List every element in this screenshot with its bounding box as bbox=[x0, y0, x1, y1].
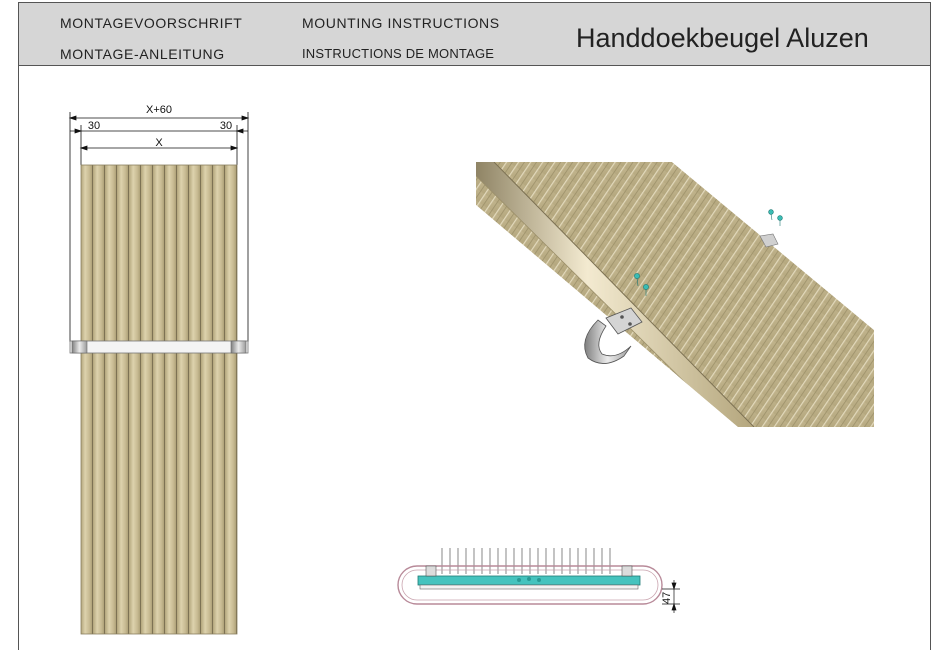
header-bar: MONTAGEVOORSCHRIFT MONTAGE-ANLEITUNG MOU… bbox=[18, 2, 931, 66]
towel-bar bbox=[69, 340, 249, 354]
bracket-plate-top bbox=[759, 233, 779, 248]
header-label-de: MONTAGE-ANLEITUNG bbox=[60, 46, 225, 62]
dim-total-label: X+60 bbox=[146, 104, 172, 116]
drawing-frame bbox=[18, 66, 931, 650]
header-label-nl: MONTAGEVOORSCHRIFT bbox=[60, 15, 243, 31]
header-label-en: MOUNTING INSTRUCTIONS bbox=[302, 15, 500, 31]
towel-rail-section bbox=[397, 565, 663, 605]
screw-icon bbox=[634, 209, 783, 296]
section-view: 47 bbox=[397, 548, 680, 613]
dim-left-label: 30 bbox=[88, 120, 100, 132]
header-label-fr: INSTRUCTIONS DE MONTAGE bbox=[302, 46, 495, 61]
bracket-left bbox=[71, 340, 88, 354]
product-title: Handdoekbeugel Aluzen bbox=[576, 23, 869, 53]
detail-view bbox=[476, 162, 874, 427]
bracket-right bbox=[230, 340, 247, 354]
dim-inner-label: X bbox=[155, 137, 163, 149]
clamp-bracket bbox=[584, 307, 643, 364]
dim-height-label: 47 bbox=[661, 592, 673, 604]
dim-right-label: 30 bbox=[220, 120, 232, 132]
dimension-lines bbox=[68, 112, 250, 342]
front-view: X+60 30 30 X bbox=[68, 104, 250, 635]
radiator-front bbox=[80, 164, 238, 635]
